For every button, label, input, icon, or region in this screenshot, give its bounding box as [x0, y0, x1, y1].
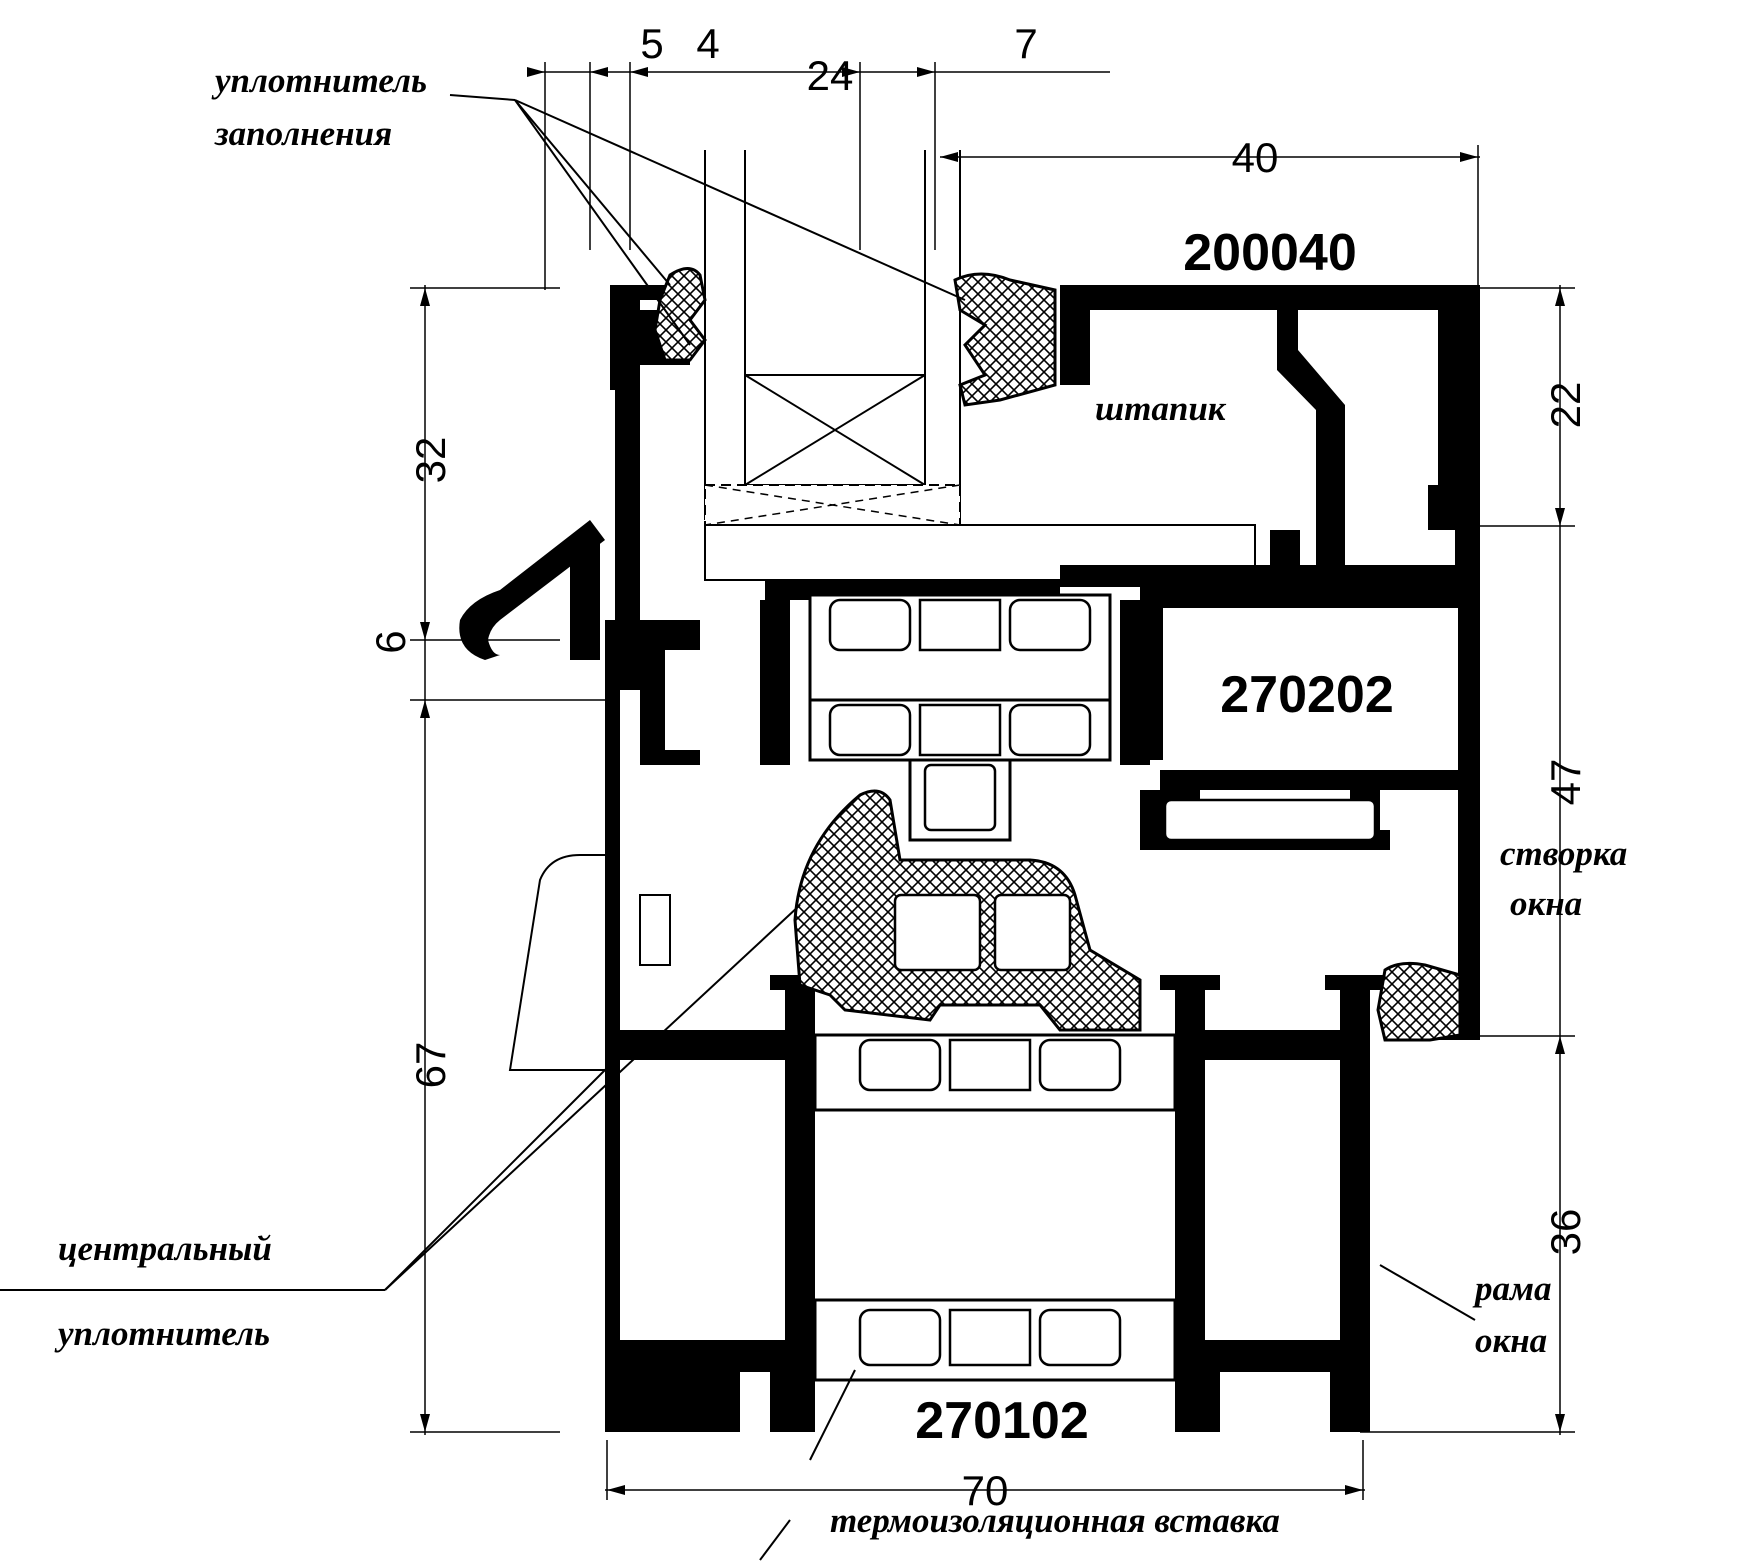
- frame-label-line1: рама: [1472, 1269, 1551, 1308]
- dimension-40: 40: [1232, 134, 1279, 181]
- dimension-47: 47: [1542, 759, 1589, 806]
- profile-codes: 200040 270202 270102: [915, 224, 1394, 1450]
- sash-profile-code: 270202: [1220, 666, 1394, 724]
- glazing-seal-label-line2: заполнения: [214, 114, 392, 153]
- sash-label-line1: створка: [1500, 834, 1627, 873]
- leader-lines: [0, 94, 1476, 1561]
- dimension-36: 36: [1542, 1209, 1589, 1256]
- bead-label: штапик: [1095, 389, 1227, 428]
- glazing-seal-label-line1: уплотнитель: [211, 61, 427, 100]
- callout-labels: уплотнитель заполнения штапик створка ок…: [54, 61, 1627, 1540]
- dimension-5: 5: [640, 20, 663, 67]
- thermal-insert-label: термоизоляционная вставка: [830, 1501, 1280, 1540]
- dimension-7: 7: [1014, 20, 1037, 67]
- dimension-4: 4: [696, 20, 719, 67]
- dimension-70: 70: [962, 1467, 1009, 1514]
- dimension-24: 24: [807, 52, 854, 99]
- bead-profile-code: 200040: [1183, 224, 1357, 282]
- dimension-lines: [410, 62, 1575, 1500]
- frame-label-line2: окна: [1475, 1321, 1547, 1360]
- glass-unit: [704, 150, 1256, 581]
- dimension-values: 5 4 24 7 40 22 32 6 47 67 36 70: [367, 20, 1589, 1514]
- dimension-22: 22: [1542, 382, 1589, 429]
- dimension-6: 6: [367, 630, 414, 653]
- seals: [653, 267, 1462, 1042]
- dimension-32: 32: [407, 437, 454, 484]
- center-seal-label-line2: уплотнитель: [54, 1314, 270, 1353]
- sash-label-line2: окна: [1510, 884, 1582, 923]
- center-seal-label-line1: центральный: [58, 1229, 272, 1268]
- dimension-67: 67: [407, 1042, 454, 1089]
- frame-profile: [508, 854, 1385, 1432]
- glazing-bead-profile: [1060, 285, 1480, 587]
- frame-profile-code: 270102: [915, 1392, 1089, 1450]
